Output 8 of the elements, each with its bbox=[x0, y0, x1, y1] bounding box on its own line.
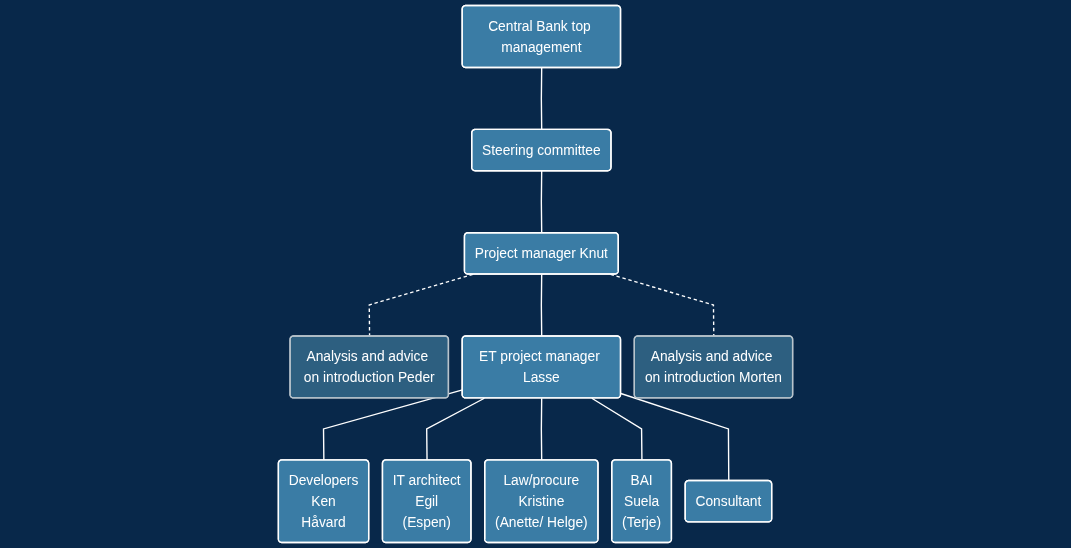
connector bbox=[540, 397, 543, 461]
connector bbox=[540, 273, 543, 337]
connector bbox=[591, 397, 643, 461]
connector bbox=[540, 67, 543, 131]
connector bbox=[620, 392, 730, 482]
connector bbox=[368, 273, 474, 337]
connector bbox=[426, 397, 486, 461]
connector bbox=[540, 170, 543, 234]
